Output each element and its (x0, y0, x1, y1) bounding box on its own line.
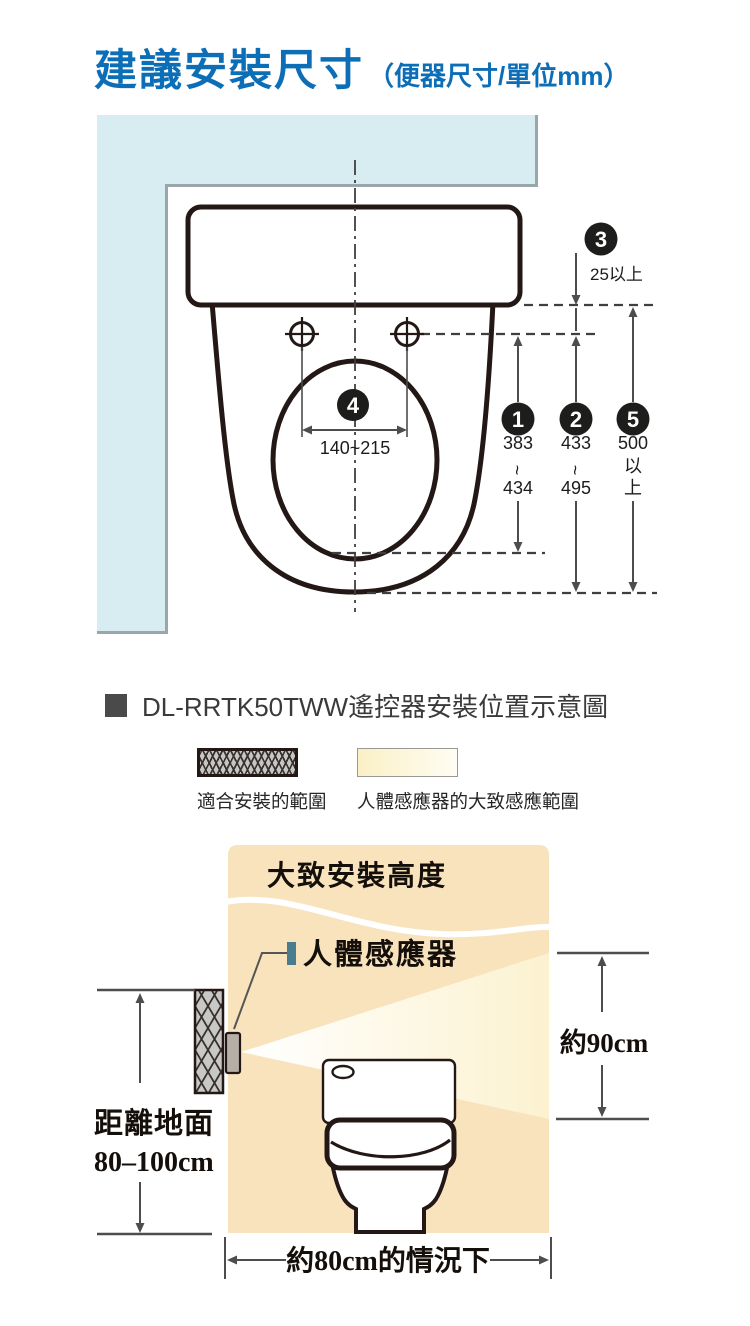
dimension-wall-distance: 約80cm的情況下 (224, 1237, 552, 1279)
arrow-left-icon (302, 425, 312, 435)
dim1-tilde: ~ (507, 465, 527, 476)
arrow-down-icon (571, 295, 581, 305)
marker-circle-5 (616, 402, 650, 436)
dim1-value-top: 383 (503, 433, 533, 453)
dim5-line1: 500 (618, 433, 648, 453)
arrow-up-icon (597, 956, 607, 966)
dimension-tank-clearance: 3 25以上 (571, 222, 643, 331)
arrow-up-icon (135, 993, 145, 1003)
floor-distance-label: 距離地面 (94, 1107, 214, 1140)
remote-mounting-diagram: 大致安裝高度 人體感應器 距離地面 80–100cm (94, 845, 649, 1279)
wall-distance-label: 約80cm的情況下 (286, 1244, 490, 1277)
page-title: 建議安裝尺寸 （便器尺寸/單位mm） (94, 36, 629, 98)
dim2-tilde: ~ (565, 465, 585, 476)
page-title-unit-note: （便器尺寸/單位mm） (368, 61, 630, 91)
bolt-holes (285, 317, 424, 351)
dimension-bolt-pitch: 4 140~215 (301, 347, 408, 458)
arrow-up-icon (513, 336, 523, 346)
dim4-value: 140~215 (320, 438, 391, 458)
arrow-right-icon (539, 1255, 549, 1265)
sensor-label: 人體感應器 (303, 937, 458, 971)
page-title-main: 建議安裝尺寸 (94, 47, 364, 95)
arrow-down-icon (135, 1223, 145, 1233)
yellow-swatch (357, 748, 458, 777)
toilet-front-view (321, 1058, 457, 1234)
dim2-value-top: 433 (561, 433, 591, 453)
extension-lines (301, 347, 408, 437)
arrow-down-icon (597, 1107, 607, 1117)
arrow-up-icon (571, 336, 581, 346)
sensor-callout-line (233, 952, 287, 1030)
toilet-seat (324, 1117, 457, 1171)
toilet-pedestal (330, 1166, 450, 1234)
dimension-2: 2 433 ~ 495 (559, 336, 593, 592)
dimension-1: 1 383 ~ 434 (501, 336, 535, 552)
marker-5-number: 5 (627, 407, 639, 432)
dimension-floor-height: 距離地面 80–100cm (94, 988, 214, 1236)
marker-2-number: 2 (570, 407, 582, 432)
wall-hatch (193, 988, 225, 1095)
guide-lines (224, 1237, 552, 1279)
floor-distance-value: 80–100cm (94, 1147, 214, 1178)
toilet-top-view (185, 204, 523, 595)
hatched-swatch (197, 748, 298, 777)
sensing-height-value: 約90cm (560, 1027, 649, 1058)
section-square-icon (105, 694, 127, 717)
sensor-beam (241, 953, 549, 1119)
wall-left-band (97, 115, 166, 634)
tank-outline (185, 204, 523, 308)
marker-4-number: 4 (347, 393, 360, 418)
legend-label: 人體感應器的大致感應範圍 (357, 791, 580, 812)
marker-1-number: 1 (512, 407, 524, 432)
dim2-value-bottom: 495 (561, 478, 591, 498)
section-header-text: DL-RRTK50TWW遙控器安裝位置示意圖 (142, 692, 609, 722)
bolt-hole-right-cross (390, 317, 424, 351)
arrow-up-icon (628, 307, 638, 317)
wall-top-band (97, 115, 538, 184)
arrow-down-icon (571, 582, 581, 592)
legend-label: 適合安裝的範圍 (197, 791, 327, 812)
arrow-right-icon (397, 425, 407, 435)
marker-circle-2 (559, 402, 593, 436)
marker-3-number: 3 (595, 227, 607, 252)
corner-wall (97, 115, 538, 634)
arrow-down-icon (628, 582, 638, 592)
dim3-value: 25以上 (590, 265, 643, 284)
remote-control-unit (224, 1031, 242, 1075)
sensor-legend-bar-icon (287, 942, 296, 965)
dimension-5: 5 500 以 上 (616, 307, 650, 592)
dim5-line3: 上 (624, 478, 642, 498)
legend-item-install-range: 適合安裝的範圍 (197, 748, 327, 814)
dim1-value-bottom: 434 (503, 478, 533, 498)
marker-circle-3 (584, 222, 618, 256)
dim5-line2: 以 (624, 456, 642, 476)
bolt-hole-left-cross (285, 317, 319, 351)
dimension-sensing-height: 約90cm (556, 951, 649, 1121)
reference-lines (332, 303, 657, 595)
marker-circle-1 (501, 402, 535, 436)
bottom-diagram-title: 大致安裝高度 (267, 860, 447, 892)
section-header: DL-RRTK50TWW遙控器安裝位置示意圖 (105, 687, 608, 724)
arrow-left-icon (227, 1255, 237, 1265)
marker-circle-4 (337, 389, 369, 421)
flush-button (331, 1064, 355, 1080)
wave-separator (225, 896, 550, 938)
legend-item-sensing-range: 人體感應器的大致感應範圍 (357, 748, 579, 814)
toilet-top-view-diagram: 4 140~215 3 25以上 1 383 ~ 434 (97, 115, 657, 634)
arrow-down-icon (513, 542, 523, 552)
seat-curve (330, 1138, 452, 1159)
